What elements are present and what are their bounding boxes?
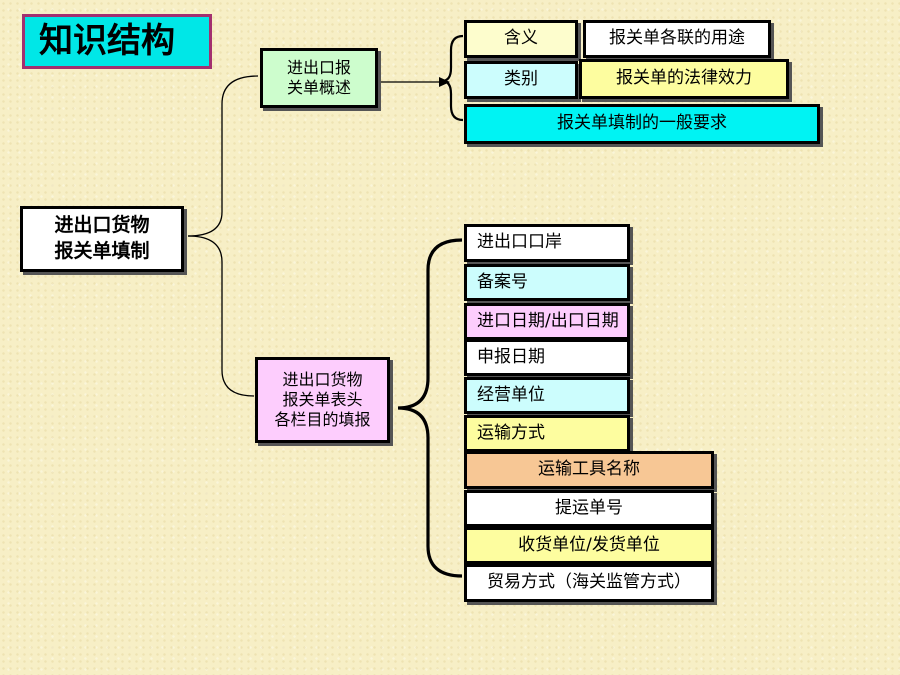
root-node-line2: 报关单填制 [54, 240, 150, 262]
root-node: 进出口货物 报关单填制 [20, 206, 184, 272]
field-consignee-consignor: 收货单位/发货单位 [464, 527, 714, 564]
page-title: 知识结构 [22, 14, 212, 69]
field-port: 进出口口岸 [464, 224, 630, 262]
overview-general-requirements: 报关单填制的一般要求 [464, 104, 820, 144]
field-vehicle-name: 运输工具名称 [464, 451, 714, 489]
overview-category: 类别 [464, 61, 578, 99]
fields-brace [397, 238, 463, 578]
branch-header-line1: 进出口货物 [282, 370, 363, 389]
branch-header-line3: 各栏目的填报 [274, 410, 371, 429]
branch-overview-line1: 进出口报 [286, 58, 351, 77]
branch-overview-line2: 关单概述 [286, 78, 351, 97]
overview-meaning: 含义 [464, 20, 578, 58]
field-operating-unit: 经营单位 [464, 377, 630, 414]
branch-overview: 进出口报 关单概述 [260, 48, 378, 108]
overview-usage: 报关单各联的用途 [583, 20, 771, 58]
field-transport-mode: 运输方式 [464, 415, 630, 452]
field-declaration-date: 申报日期 [464, 339, 630, 376]
root-branch-connector [187, 75, 259, 237]
field-bill-of-lading: 提运单号 [464, 490, 714, 527]
branch-header-fields: 进出口货物 报关单表头 各栏目的填报 [255, 357, 390, 443]
branch-header-line2: 报关单表头 [282, 390, 363, 409]
overview-legal-effect: 报关单的法律效力 [579, 59, 789, 99]
root-node-line1: 进出口货物 [54, 214, 150, 237]
field-record-number: 备案号 [464, 264, 630, 301]
field-import-export-date: 进口日期/出口日期 [464, 303, 630, 340]
field-trade-mode: 贸易方式（海关监管方式） [464, 564, 714, 602]
root-branch2-connector [187, 235, 255, 397]
overview-brace [441, 34, 464, 122]
